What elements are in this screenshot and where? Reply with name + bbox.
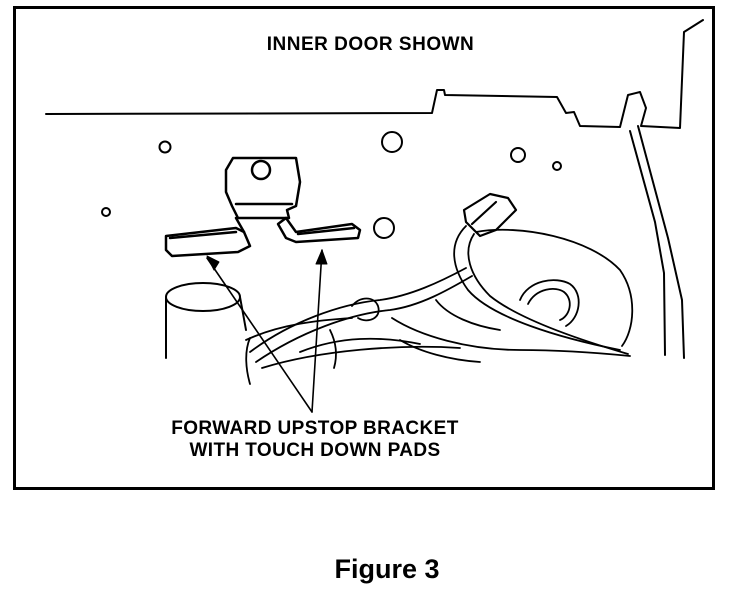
door-frame-line	[629, 130, 666, 356]
mounting-hole	[381, 131, 403, 153]
callout-label: FORWARD UPSTOP BRACKET WITH TOUCH DOWN P…	[90, 418, 540, 462]
mounting-hole	[373, 217, 395, 239]
callout-line: WITH TOUCH DOWN PADS	[189, 440, 441, 461]
mounting-hole	[158, 140, 172, 154]
upstop-bracket	[164, 156, 362, 258]
arrowhead	[206, 255, 220, 271]
arrowhead	[315, 249, 328, 265]
door-frame-line	[637, 125, 685, 359]
figure-frame	[13, 6, 715, 490]
callout-pointer-lines	[206, 249, 323, 413]
mounting-hole	[510, 147, 526, 163]
door-panel-edge	[45, 19, 704, 129]
mounting-hole	[552, 161, 562, 171]
cylinder-housing	[165, 282, 247, 359]
diagram-title: INNER DOOR SHOWN	[266, 34, 475, 55]
wire-harness	[245, 225, 634, 385]
callout-line: FORWARD UPSTOP BRACKET	[171, 418, 459, 439]
figure-caption: Figure 3	[334, 554, 440, 584]
wire-connector	[462, 192, 518, 238]
mounting-hole	[101, 207, 111, 217]
